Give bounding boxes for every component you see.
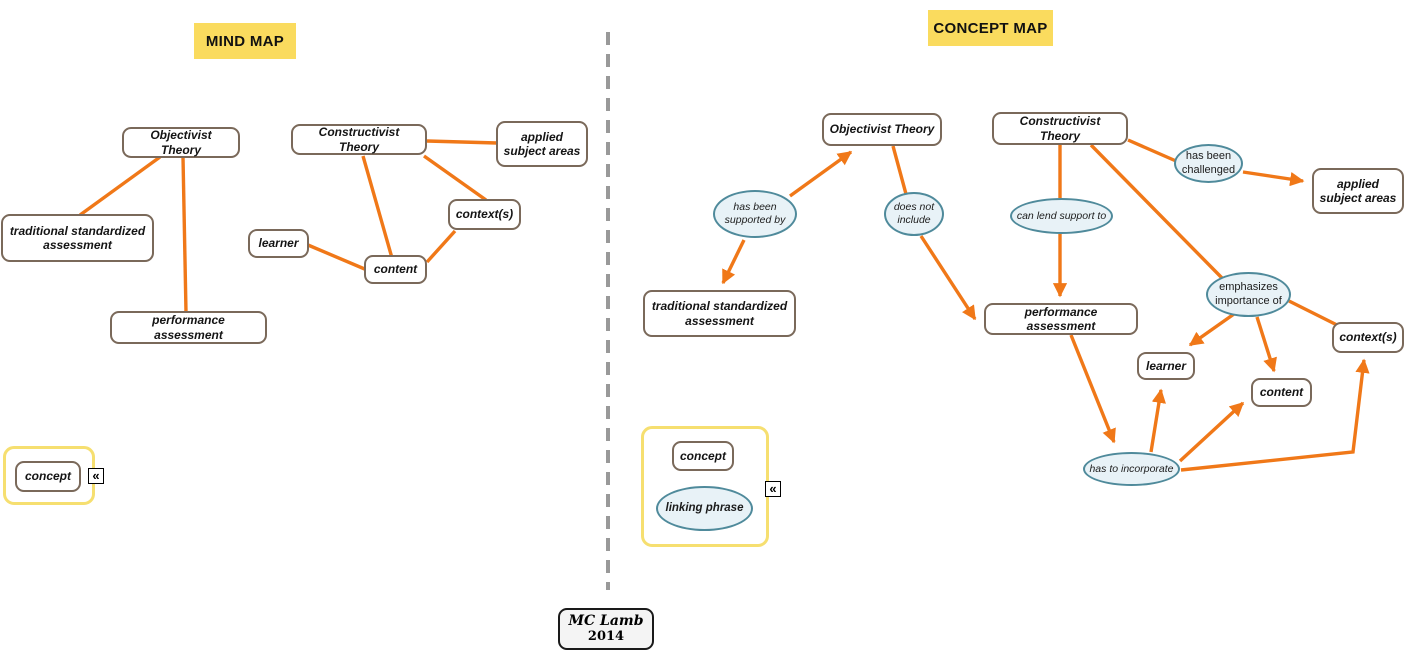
- cm-node-performance-assessment: performance assessment: [984, 303, 1138, 335]
- cm-linking-emphasizes-importance-of: emphasizes importance of: [1206, 272, 1291, 317]
- legend-left-concept-sample: concept: [15, 461, 81, 492]
- cm-edge-supportedby-tsa: [721, 239, 746, 285]
- mind-map-title: MIND MAP: [194, 23, 296, 59]
- mm-link-objectivist-performance: [181, 156, 188, 313]
- author-year: 2014: [587, 628, 625, 644]
- cm-edge-constructivist-emphasizes: [1089, 143, 1224, 280]
- legend-right-linking-phrase-sample: linking phrase: [656, 486, 753, 531]
- mm-link-constructivist-content: [361, 155, 394, 259]
- legend-left-collapse-icon[interactable]: «: [88, 468, 104, 484]
- cm-edge-incorporate-content: [1178, 401, 1245, 463]
- cm-edge-challenged-applied: [1242, 170, 1305, 187]
- cm-linking-has-to-incorporate: has to incorporate: [1083, 452, 1180, 486]
- mm-node-applied-subject-areas: applied subject areas: [496, 121, 588, 167]
- cm-edge-constructivist-challenged: [1127, 138, 1177, 163]
- mm-link-content-contexts: [425, 229, 457, 264]
- concept-map-title: CONCEPT MAP: [928, 10, 1053, 46]
- cm-linking-has-been-challenged: has been challenged: [1174, 144, 1243, 183]
- author-name: MC Lamb: [568, 613, 644, 630]
- mm-node-contexts: context(s): [448, 199, 521, 230]
- cm-edge-incorporate-contexts: [1180, 358, 1370, 472]
- cm-node-objectivist-theory: Objectivist Theory: [822, 113, 942, 146]
- mm-node-objectivist-theory: Objectivist Theory: [122, 127, 240, 158]
- mm-node-content: content: [364, 255, 427, 284]
- cm-edge-objectivist-doesnotinclude: [891, 145, 908, 195]
- cm-linking-can-lend-support-to: can lend support to: [1010, 198, 1113, 234]
- cm-edge-emphasizes-contexts: [1288, 299, 1342, 329]
- cm-node-applied-subject-areas: applied subject areas: [1312, 168, 1404, 214]
- author-signature-box: MC Lamb 2014: [558, 608, 654, 650]
- cm-edge-supportedby-objectivist: [789, 150, 853, 198]
- cm-node-learner: learner: [1137, 352, 1195, 380]
- mm-link-constructivist-applied: [426, 139, 498, 145]
- cm-edge-emphasizes-content: [1255, 316, 1277, 373]
- cm-linking-has-been-supported-by: has been supported by: [713, 190, 797, 238]
- mm-link-objectivist-tsa: [79, 155, 161, 217]
- mm-link-learner-content: [307, 243, 368, 272]
- cm-edge-emphasizes-learner: [1188, 312, 1235, 347]
- legend-right-collapse-icon[interactable]: «: [765, 481, 781, 497]
- cm-edge-performance-incorporate: [1069, 334, 1116, 444]
- mm-link-constructivist-contexts: [423, 154, 487, 202]
- cm-node-content: content: [1251, 378, 1312, 407]
- legend-right-concept-sample: concept: [672, 441, 734, 471]
- cm-node-contexts: context(s): [1332, 322, 1404, 353]
- cm-edge-incorporate-learner: [1149, 388, 1167, 453]
- cm-node-constructivist-theory: Constructivist Theory: [992, 112, 1128, 145]
- cm-edge-doesnotinclude-performance: [919, 235, 977, 321]
- mm-node-constructivist-theory: Constructivist Theory: [291, 124, 427, 155]
- mm-node-learner: learner: [248, 229, 309, 258]
- mm-node-performance-assessment: performance assessment: [110, 311, 267, 344]
- mm-node-traditional-standardized-assessment: traditional standardized assessment: [1, 214, 154, 262]
- cm-node-traditional-standardized-assessment: traditional standardized assessment: [643, 290, 796, 337]
- cm-linking-does-not-include: does not include: [884, 192, 944, 236]
